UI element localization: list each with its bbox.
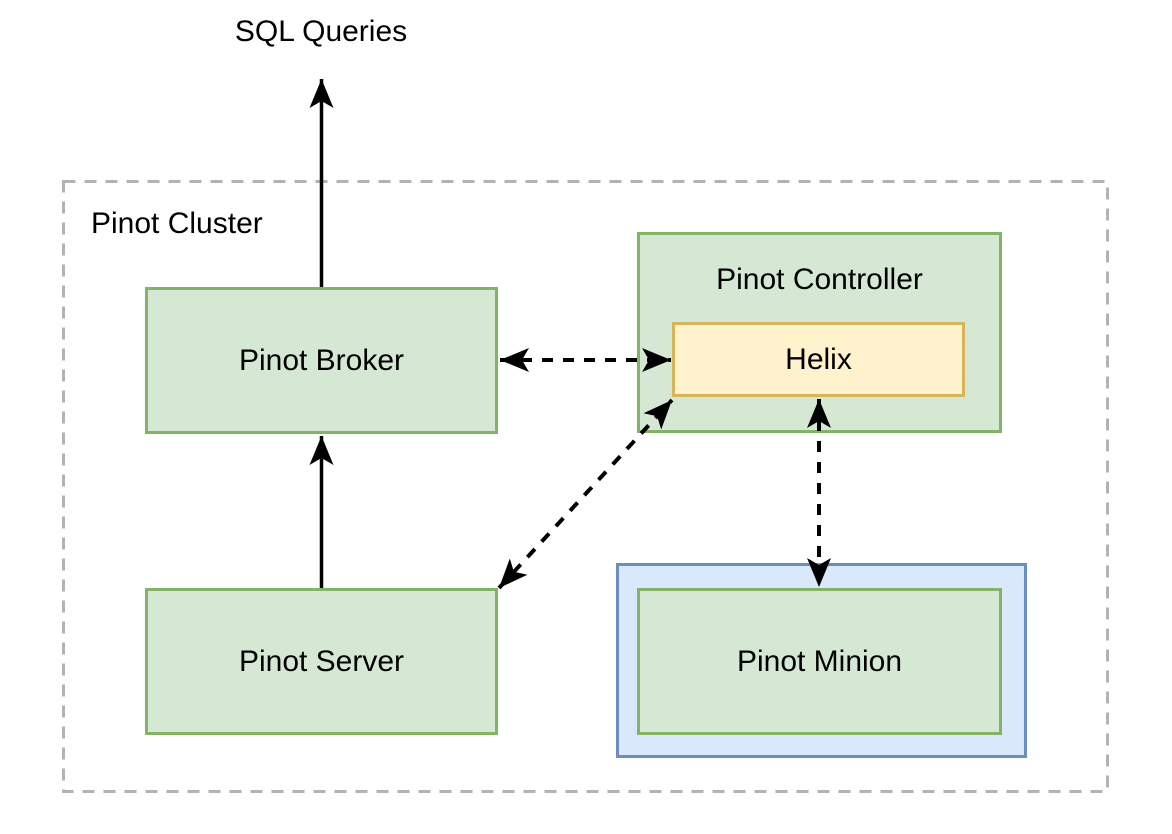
- broker-label: Pinot Broker: [238, 343, 405, 377]
- helix-label: Helix: [785, 342, 852, 376]
- minion-label: Pinot Minion: [736, 644, 903, 678]
- server-node: Pinot Server: [145, 588, 498, 735]
- helix-node: Helix: [672, 322, 965, 397]
- cluster-label: Pinot Cluster: [91, 207, 263, 240]
- controller-label: Pinot Controller: [716, 263, 923, 296]
- broker-node: Pinot Broker: [145, 287, 498, 434]
- server-label: Pinot Server: [238, 644, 405, 678]
- minion-inner-box: Pinot Minion: [637, 588, 1002, 735]
- sql-queries-label: SQL Queries: [234, 15, 408, 48]
